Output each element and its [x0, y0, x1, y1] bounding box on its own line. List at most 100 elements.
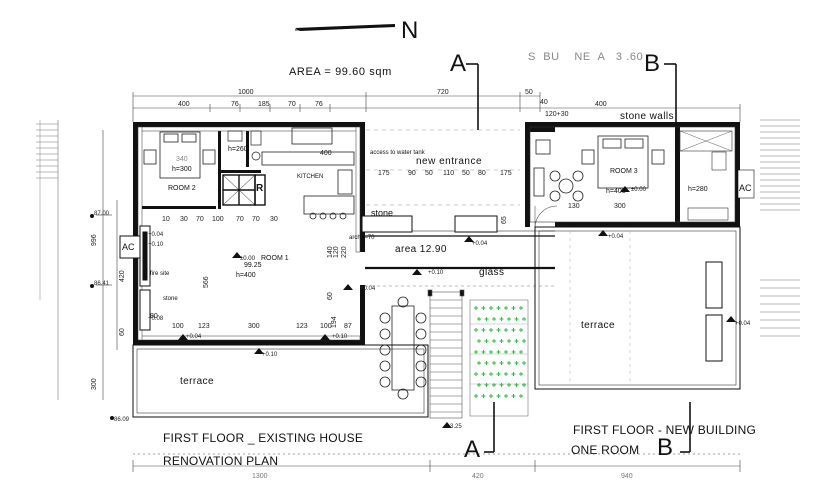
- dim-misc-text: 60: [327, 292, 334, 300]
- section-line-a-top: [466, 63, 479, 130]
- dim-top-text: 120+30: [545, 111, 569, 118]
- plant-mark: [474, 372, 478, 376]
- new-building-inner: [529, 126, 755, 223]
- plant-mark: [519, 372, 523, 376]
- plant-mark: [474, 350, 478, 354]
- dim-inner-text: 175: [500, 170, 512, 177]
- plant-mark: [507, 339, 511, 343]
- plant-mark: [504, 350, 508, 354]
- caption-existing-line2: RENOVATION PLAN: [163, 454, 279, 468]
- dim-misc-text: 123: [296, 323, 308, 330]
- plant-mark: [507, 383, 511, 387]
- plant-mark: [489, 350, 493, 354]
- new-terrace-outline: [534, 226, 741, 390]
- dim-inner-text: 175: [378, 170, 390, 177]
- elevation-text: 86.09: [114, 417, 130, 423]
- dim-top-text: 76: [231, 101, 239, 108]
- level-text: +0.10: [262, 352, 278, 358]
- fridge-block: [222, 174, 266, 206]
- dim-misc-text: 70: [236, 216, 244, 223]
- section-marker-a-top: A: [450, 50, 467, 77]
- plant-mark: [504, 306, 508, 310]
- dim-inner-text: 90: [408, 170, 416, 177]
- left-dimension-lines: [39, 120, 118, 400]
- dim-top-text: 50: [525, 89, 533, 96]
- plant-mark: [481, 306, 486, 310]
- dim-bottom-text: 420: [472, 473, 484, 480]
- dim-misc-text: 100: [320, 323, 332, 330]
- bath-fixtures: [227, 130, 262, 161]
- plant-mark: [477, 317, 481, 321]
- plant-mark: [496, 350, 501, 354]
- plant-mark: [514, 383, 519, 387]
- garden-plant-marks: [474, 306, 526, 398]
- plant-mark: [511, 350, 516, 354]
- plant-mark: [519, 306, 523, 310]
- kitchen-counter: [261, 127, 355, 220]
- plant-mark: [504, 372, 508, 376]
- room3-height: h=400: [606, 188, 626, 195]
- dim-misc-text: 120: [333, 246, 340, 258]
- plant-mark: [519, 328, 523, 332]
- level-text: +0.10: [428, 270, 444, 276]
- dim-inner-text: 300: [614, 203, 626, 210]
- dim-misc-text: 30: [270, 216, 278, 223]
- plant-mark: [504, 394, 508, 398]
- dim-misc-text: 70: [196, 216, 204, 223]
- partial-building-title: S BU NE A 3 .60: [528, 51, 644, 63]
- stone-label: stone: [371, 208, 394, 218]
- plant-mark: [522, 317, 526, 321]
- dim-misc-text: 220: [341, 246, 348, 258]
- left-wall-elements: [119, 225, 151, 331]
- terrace-left-label: terrace: [180, 376, 214, 387]
- level-text: +0.04: [608, 234, 624, 240]
- plant-mark: [519, 350, 523, 354]
- plant-mark: [484, 383, 489, 387]
- room2-label: ROOM 2: [168, 185, 196, 192]
- dim-misc-text: 194: [331, 316, 338, 328]
- plant-mark: [507, 361, 511, 365]
- plant-mark: [492, 383, 496, 387]
- dim-top-text: 185: [258, 101, 270, 108]
- dim-misc-text: 566: [203, 276, 210, 288]
- dim-misc-text: 140: [327, 246, 334, 258]
- level-text: +0.04: [360, 286, 376, 292]
- plant-mark: [499, 317, 504, 321]
- plant-mark: [496, 328, 501, 332]
- plant-mark: [514, 317, 519, 321]
- area-12-90-label: area 12.90: [395, 244, 447, 255]
- room3-level: ±0.00: [631, 187, 646, 193]
- top-dimension-lines: [132, 92, 741, 122]
- plant-mark: [492, 361, 496, 365]
- dim-misc-text: 87: [344, 323, 352, 330]
- plant-mark: [522, 339, 526, 343]
- plant-mark: [511, 328, 516, 332]
- level-text: 3.25: [450, 424, 462, 430]
- plant-mark: [477, 339, 481, 343]
- plant-mark: [499, 361, 504, 365]
- plant-mark: [489, 306, 493, 310]
- area-label: AREA = 99.60 sqm: [289, 66, 392, 78]
- plant-mark: [474, 328, 478, 332]
- glass-corridor: [361, 205, 558, 287]
- dim-top-text: 1000: [238, 89, 254, 96]
- dim-inner-text: 50: [425, 170, 433, 177]
- section-line-b-top: [664, 63, 677, 124]
- dim-inner-text: 65: [501, 216, 508, 224]
- caption-new-line1: FIRST FLOOR - NEW BUILDING: [573, 423, 756, 437]
- dim-inner-text: 130: [568, 203, 580, 210]
- dim-misc-text: 300: [248, 323, 260, 330]
- plant-mark: [511, 372, 516, 376]
- dim-top-text: 400: [595, 101, 607, 108]
- plant-mark: [481, 350, 486, 354]
- dim-misc-text: 60: [119, 328, 126, 336]
- room1-height: h=400: [236, 272, 256, 279]
- dim-misc-text: 30: [180, 216, 188, 223]
- stone-small-label: stone: [163, 296, 178, 302]
- room2-height: h=300: [172, 166, 192, 173]
- fire-site-label: fire site: [150, 271, 170, 277]
- room1-level: ±0.00: [240, 256, 255, 262]
- dim-misc-text: 80: [150, 313, 158, 320]
- plant-mark: [477, 361, 481, 365]
